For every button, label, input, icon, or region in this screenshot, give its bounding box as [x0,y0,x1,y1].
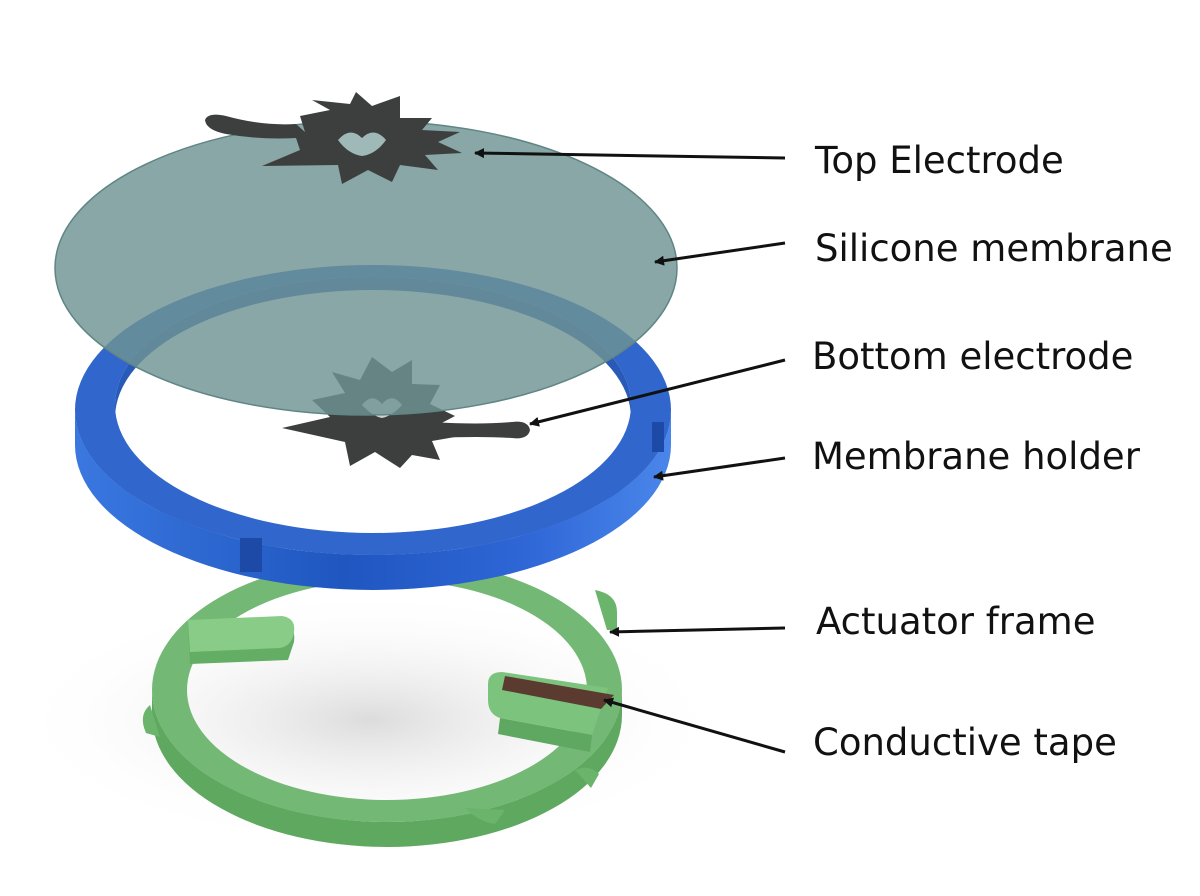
label-bottom-electrode: Bottom electrode [812,338,1133,375]
arrow-actuator-frame [610,628,785,632]
label-conductive-tape: Conductive tape [813,724,1117,761]
holder-notch [652,422,664,452]
label-top-electrode: Top Electrode [815,142,1064,179]
arrow-membrane-holder [654,458,785,477]
label-actuator-frame: Actuator frame [816,603,1095,640]
label-silicone-membrane: Silicone membrane [815,230,1173,267]
holder-notch [240,538,262,572]
label-membrane-holder: Membrane holder [812,438,1140,475]
